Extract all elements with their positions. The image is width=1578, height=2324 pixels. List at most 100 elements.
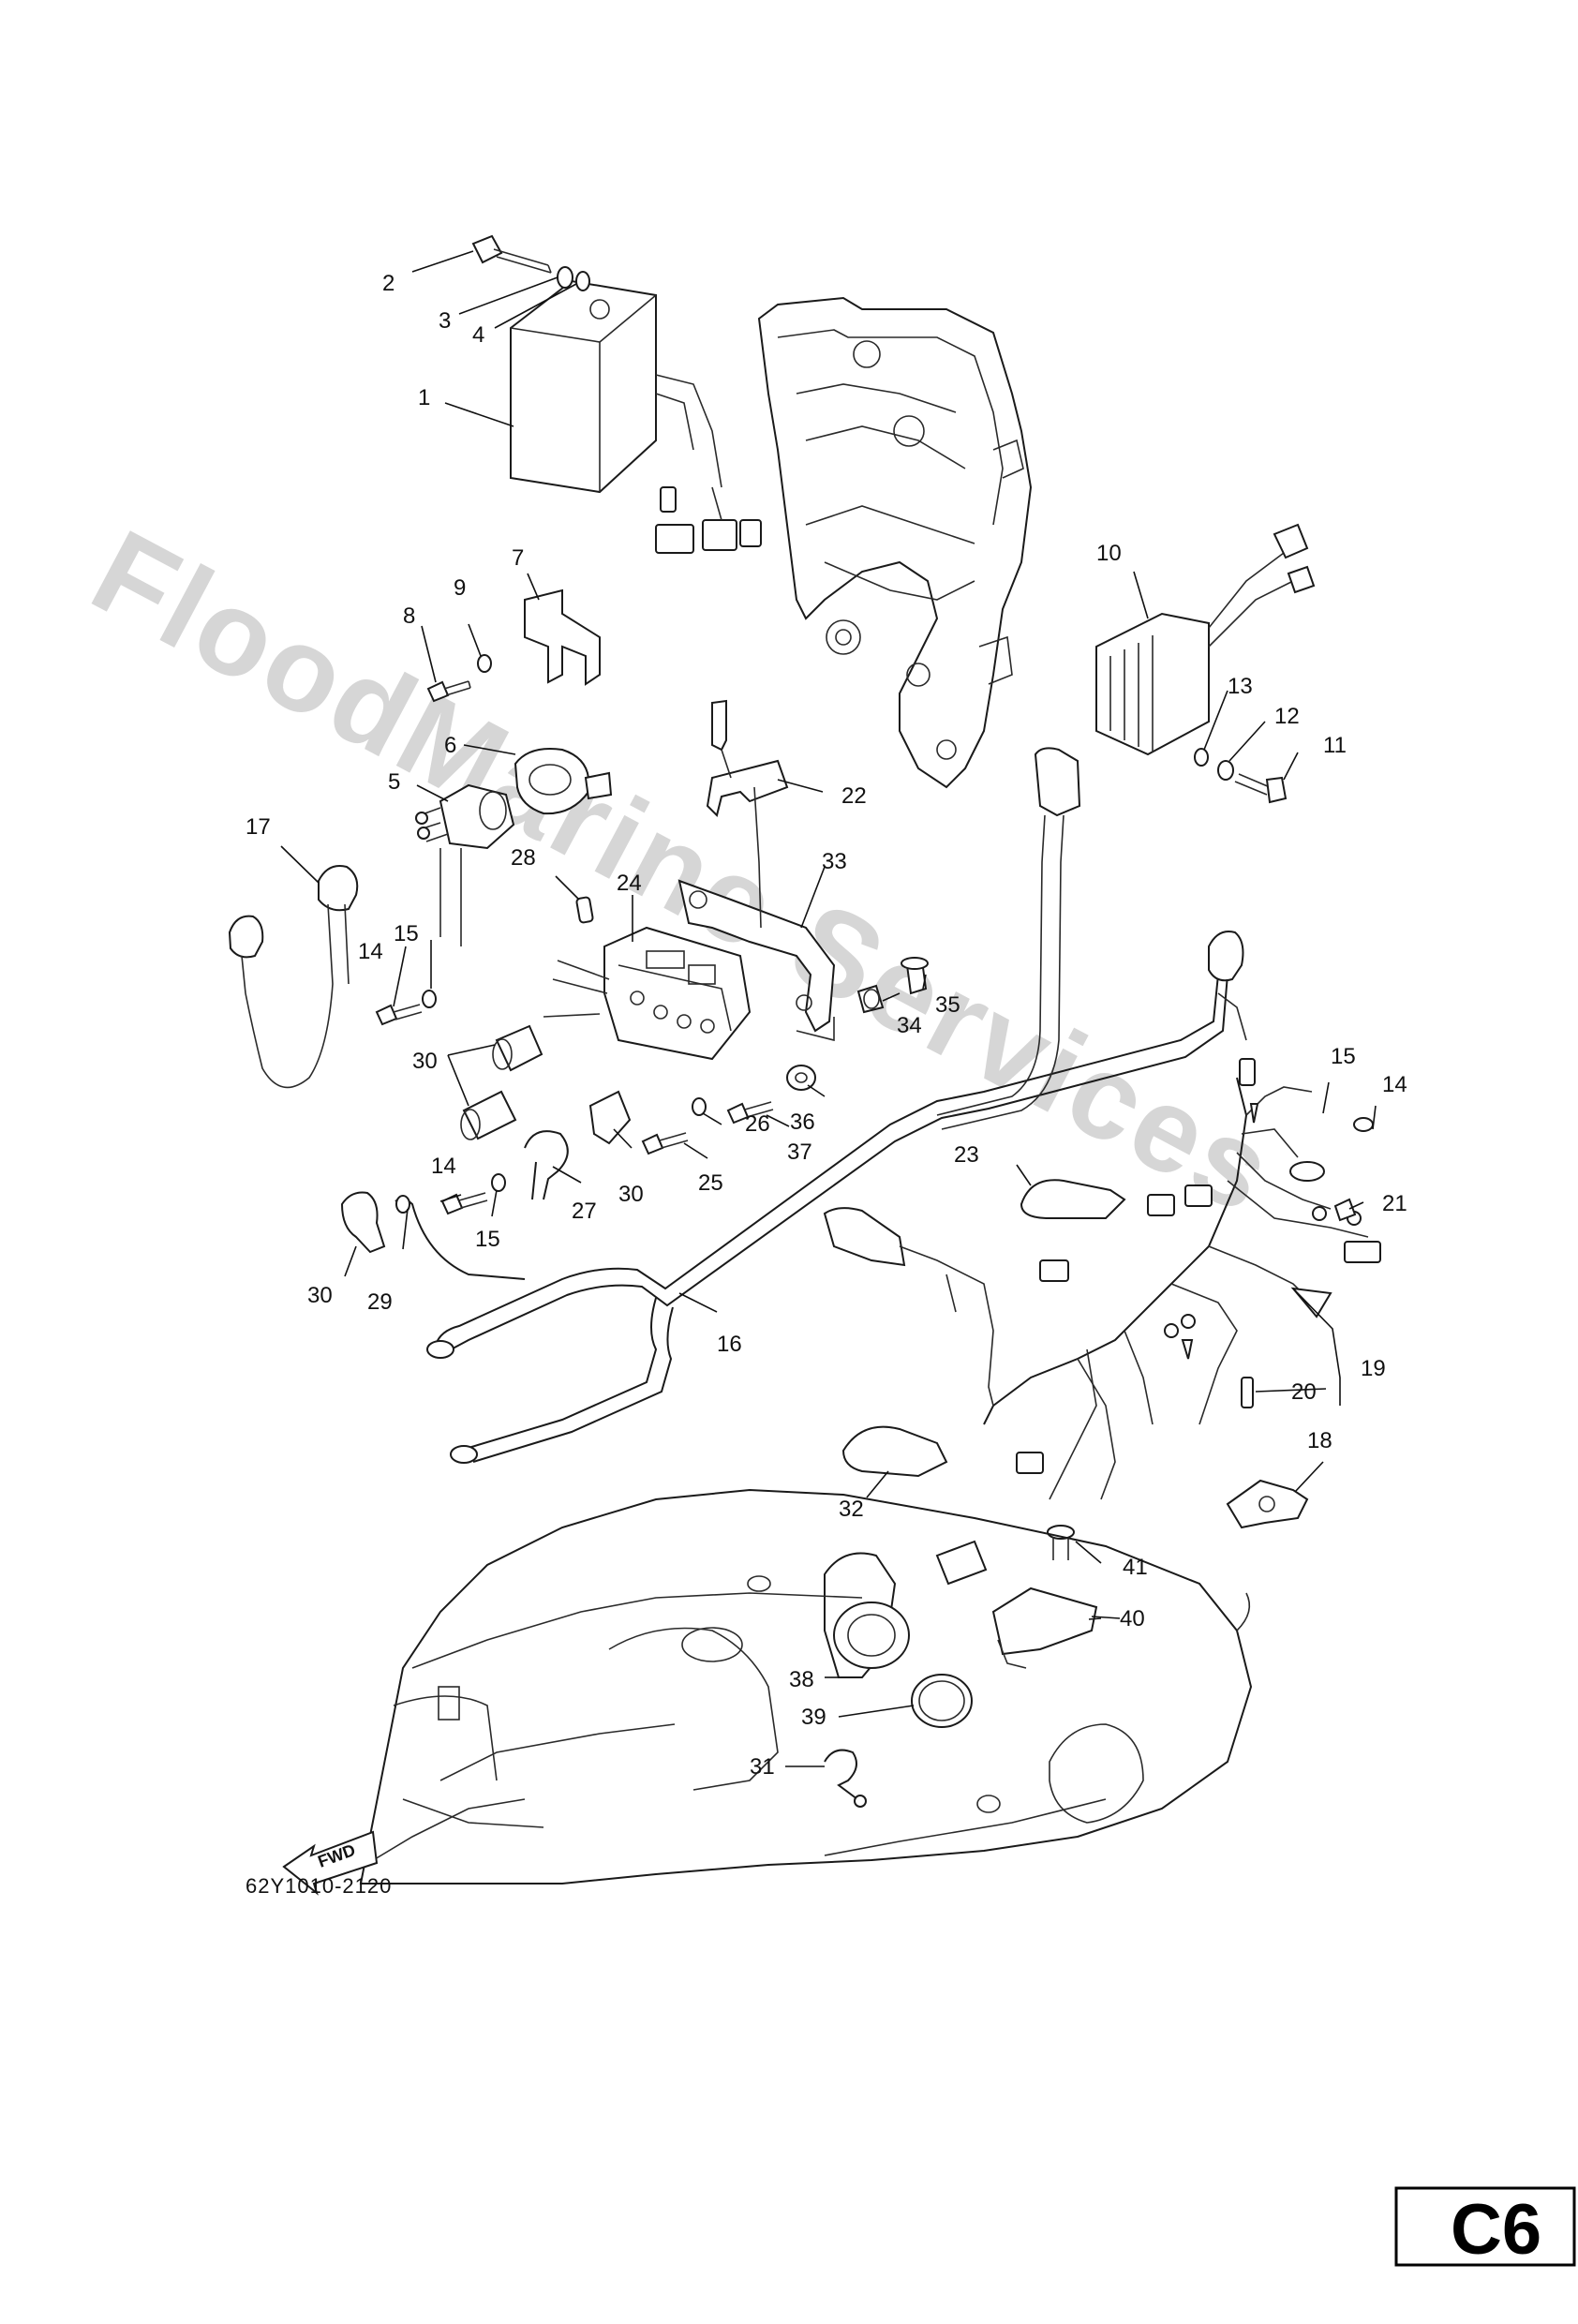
bottom-cowling bbox=[359, 1488, 1253, 1885]
part-17-cap bbox=[228, 865, 359, 1089]
callout-26: 26 bbox=[745, 1111, 770, 1137]
part-31-clip bbox=[824, 1749, 867, 1808]
part-11-bolt bbox=[1234, 773, 1288, 804]
part-16-battery-cable bbox=[426, 931, 1256, 1464]
part-33-plate bbox=[677, 879, 836, 1042]
part-9-washer bbox=[477, 654, 492, 673]
part-6-holder bbox=[514, 748, 613, 815]
part-12-washer bbox=[1217, 760, 1234, 781]
callout-17: 17 bbox=[246, 814, 271, 840]
callout-15-b: 15 bbox=[475, 1227, 500, 1252]
part-30-cap bbox=[460, 1024, 632, 1145]
part-28-fuse bbox=[575, 896, 594, 924]
engine-bracket bbox=[757, 296, 1033, 789]
part-35-collar bbox=[901, 957, 929, 995]
part-1-cdi-unit bbox=[510, 279, 762, 554]
callout-7: 7 bbox=[512, 545, 524, 571]
part-13-washer bbox=[1194, 748, 1209, 767]
callout-20: 20 bbox=[1291, 1379, 1317, 1405]
part-27-clamp bbox=[524, 1130, 569, 1200]
part-15-washer bbox=[422, 990, 437, 1008]
leader-lines bbox=[280, 250, 1377, 1767]
callouts: 1 2 3 4 5 6 7 8 9 10 11 12 13 14 15 16 1… bbox=[246, 271, 1407, 1780]
callout-38: 38 bbox=[789, 1667, 814, 1692]
part-37-bolt bbox=[726, 1101, 774, 1125]
callout-2: 2 bbox=[382, 271, 394, 296]
callout-18: 18 bbox=[1307, 1428, 1332, 1453]
diagram-code: 62Y1010-2120 bbox=[246, 1874, 392, 1898]
callout-30-b: 30 bbox=[618, 1182, 644, 1207]
callout-15-c: 15 bbox=[1331, 1044, 1356, 1069]
callout-5: 5 bbox=[388, 769, 400, 795]
callout-22: 22 bbox=[841, 783, 867, 809]
part-25-bolt bbox=[641, 1132, 689, 1155]
callout-6: 6 bbox=[444, 733, 456, 758]
callout-30-c: 30 bbox=[307, 1283, 333, 1308]
part-34-grommet bbox=[856, 984, 885, 1014]
part-39-o-ring bbox=[911, 1674, 973, 1728]
callout-24: 24 bbox=[617, 871, 642, 896]
part-8-screw bbox=[426, 680, 471, 703]
callout-41: 41 bbox=[1123, 1555, 1148, 1580]
callout-39: 39 bbox=[801, 1705, 826, 1730]
callout-28: 28 bbox=[511, 845, 536, 871]
callout-30: 30 bbox=[412, 1049, 438, 1074]
callout-31: 31 bbox=[750, 1754, 775, 1780]
callout-35: 35 bbox=[935, 992, 960, 1018]
callout-8: 8 bbox=[403, 603, 415, 629]
page-tab-label: C6 bbox=[1451, 2190, 1541, 2270]
fwd-arrow-icon bbox=[282, 1830, 379, 1896]
part-38-grommet bbox=[824, 1540, 988, 1678]
part-30-cap-lower bbox=[340, 1191, 386, 1254]
callout-11: 11 bbox=[1323, 733, 1347, 758]
part-7-bracket bbox=[524, 588, 601, 686]
callout-29: 29 bbox=[367, 1289, 393, 1315]
part-41-bolt bbox=[1047, 1525, 1075, 1560]
page-tab: C6 bbox=[1394, 2186, 1576, 2270]
callout-36: 36 bbox=[790, 1110, 815, 1135]
callout-19: 19 bbox=[1361, 1356, 1386, 1381]
callout-15: 15 bbox=[394, 921, 419, 946]
part-24-relay-block bbox=[543, 926, 752, 1061]
callout-27: 27 bbox=[572, 1199, 597, 1224]
part-23-strap bbox=[1020, 1179, 1126, 1219]
callout-14-c: 14 bbox=[1382, 1072, 1407, 1097]
part-26-washer bbox=[692, 1097, 707, 1116]
part-32-strap bbox=[841, 1425, 948, 1478]
callout-23: 23 bbox=[954, 1142, 979, 1168]
part-4-washer bbox=[575, 271, 590, 291]
part-2-bolt bbox=[471, 234, 552, 274]
callout-34: 34 bbox=[897, 1013, 922, 1038]
callout-13: 13 bbox=[1228, 674, 1253, 699]
callout-40: 40 bbox=[1120, 1606, 1145, 1631]
callout-10: 10 bbox=[1096, 541, 1122, 566]
callout-4: 4 bbox=[472, 322, 484, 348]
part-14-screw bbox=[375, 1004, 423, 1026]
callout-32: 32 bbox=[839, 1497, 864, 1522]
callout-25: 25 bbox=[698, 1170, 723, 1196]
part-14-screw-lower bbox=[440, 1192, 488, 1215]
callout-12: 12 bbox=[1274, 704, 1300, 729]
part-18-bracket bbox=[1226, 1479, 1309, 1529]
part-5-starter-relay bbox=[415, 783, 515, 946]
callout-9: 9 bbox=[454, 575, 466, 601]
callout-14-b: 14 bbox=[431, 1154, 456, 1179]
part-29-cable bbox=[394, 1195, 526, 1280]
callout-16: 16 bbox=[717, 1332, 742, 1357]
part-36-washer bbox=[786, 1065, 816, 1091]
part-22-clamp bbox=[706, 699, 789, 929]
part-3-washer bbox=[557, 266, 573, 289]
callout-37: 37 bbox=[787, 1140, 812, 1165]
watermark-text: FloodMarine Services bbox=[72, 504, 1296, 1240]
callout-1: 1 bbox=[418, 385, 430, 410]
callout-33: 33 bbox=[822, 849, 847, 874]
callout-14: 14 bbox=[358, 939, 383, 964]
part-20-fuse bbox=[1241, 1377, 1254, 1408]
part-10-rectifier bbox=[1095, 523, 1316, 756]
main-cable bbox=[936, 747, 1081, 1130]
part-15-washer-lower bbox=[491, 1173, 506, 1192]
part-40-holder bbox=[991, 1587, 1098, 1669]
part-21-cap bbox=[1333, 1198, 1357, 1222]
callout-21: 21 bbox=[1382, 1191, 1407, 1216]
